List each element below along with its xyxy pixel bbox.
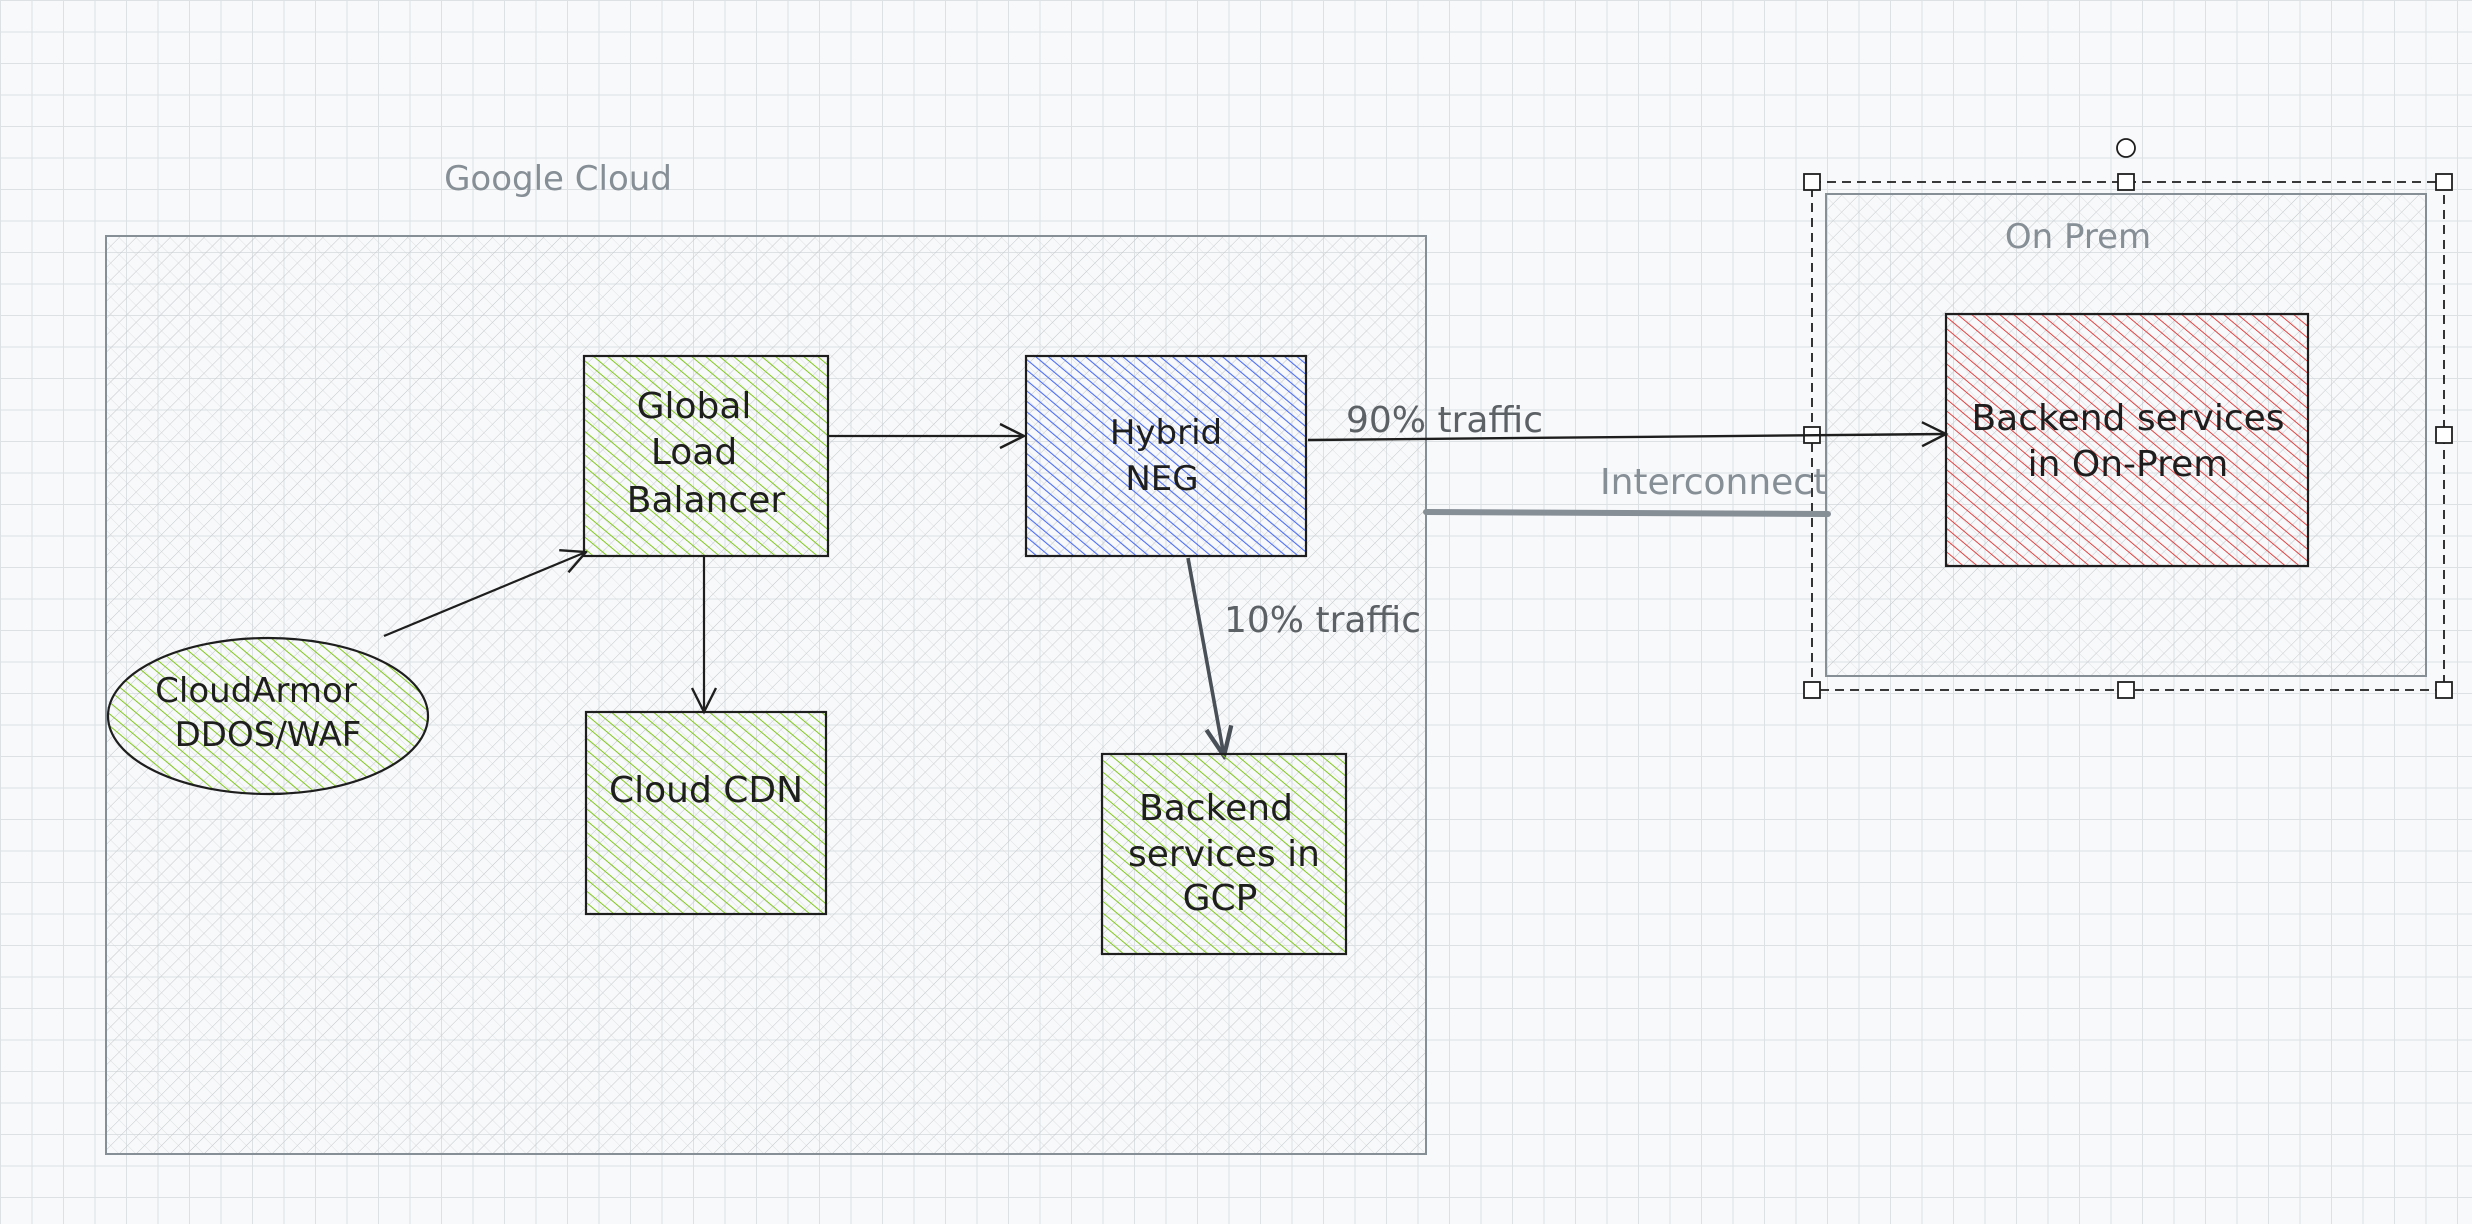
glb-line-3: Balancer: [627, 480, 786, 521]
cloudarmor-line-2: DDOS/WAF: [175, 715, 362, 755]
resize-handle-n[interactable]: [2117, 173, 2135, 191]
glb-line-2: Load: [651, 432, 737, 473]
gcp-backend-line-1: Backend: [1139, 788, 1293, 829]
node-onprem-backend[interactable]: Backend services in On-Prem: [1944, 312, 2310, 568]
onprem-label: On Prem: [2005, 217, 2151, 257]
cdn-label: Cloud CDN: [609, 770, 803, 811]
resize-handle-s[interactable]: [2117, 681, 2135, 699]
google-cloud-label: Google Cloud: [444, 159, 672, 199]
label-interconnect: Interconnect: [1600, 462, 1827, 503]
node-cloud-cdn[interactable]: Cloud CDN: [584, 710, 828, 916]
rotate-handle[interactable]: [2116, 138, 2136, 158]
gcp-backend-line-2: services in: [1128, 834, 1320, 875]
label-90-traffic: 90% traffic: [1346, 400, 1543, 441]
onprem-backend-line-1: Backend services: [1971, 398, 2284, 439]
resize-handle-se[interactable]: [2435, 681, 2453, 699]
cloudarmor-line-1: CloudArmor: [155, 671, 357, 711]
gcp-backend-line-3: GCP: [1183, 878, 1258, 919]
node-gcp-backend[interactable]: Backend services in GCP: [1100, 752, 1348, 956]
node-cloudarmor[interactable]: CloudArmor DDOS/WAF: [106, 636, 430, 796]
onprem-backend-line-2: in On-Prem: [2028, 444, 2229, 485]
label-10-traffic: 10% traffic: [1224, 600, 1421, 641]
edge-cloudarmor-glb[interactable]: [383, 548, 589, 638]
resize-handle-nw[interactable]: [1803, 173, 1821, 191]
node-hybrid-neg[interactable]: Hybrid NEG: [1024, 354, 1308, 558]
node-global-load-balancer[interactable]: Global Load Balancer: [582, 354, 830, 558]
resize-handle-e[interactable]: [2435, 426, 2453, 444]
resize-handle-ne[interactable]: [2435, 173, 2453, 191]
resize-handle-sw[interactable]: [1803, 681, 1821, 699]
neg-line-1: Hybrid: [1110, 413, 1222, 453]
glb-line-1: Global: [637, 386, 752, 427]
neg-line-2: NEG: [1125, 459, 1198, 499]
interconnect-line[interactable]: [1423, 509, 1831, 517]
edge-neg-gcp-backend[interactable]: [1186, 557, 1224, 756]
edge-neg-onprem[interactable]: [1307, 421, 1949, 448]
